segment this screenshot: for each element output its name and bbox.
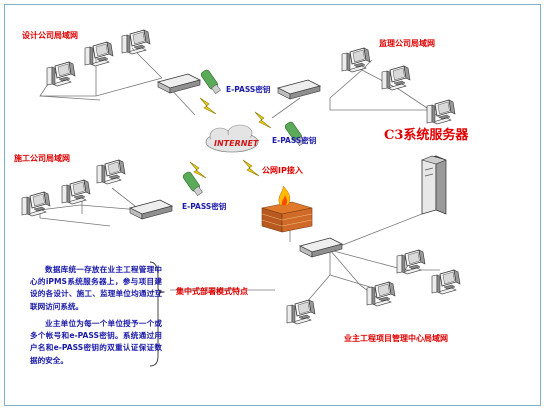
workstation-icon — [84, 41, 114, 67]
owner-lan-label: 业主工程项目管理中心局域网 — [344, 333, 448, 343]
internet-label: INTERNET — [214, 139, 259, 148]
bolt-icon — [199, 97, 217, 115]
epass-key-label: E-PASS密钥 — [272, 135, 317, 145]
design-switch — [157, 73, 201, 94]
design-lan-label: 设计公司局域网 — [22, 30, 78, 40]
firewall-icon — [261, 185, 313, 233]
bolt-icon — [242, 159, 260, 177]
workstation-icon — [46, 61, 76, 87]
supervision-switch — [277, 79, 321, 100]
supervision-lan-label: 监理公司局域网 — [379, 38, 435, 48]
server-icon — [421, 155, 447, 215]
internet-cloud: INTERNET — [205, 124, 259, 153]
workstation-icon — [96, 159, 126, 185]
construction-switch — [129, 199, 173, 220]
c3-server-title: C3系统服务器 — [384, 127, 469, 143]
workstation-icon — [61, 179, 91, 205]
workstation-icon — [381, 65, 411, 91]
diagram-border — [4, 4, 541, 406]
workstation-icon — [286, 299, 316, 325]
workstation-icon — [366, 281, 396, 307]
description-paragraph-1: 数据库统一存放在业主工程管理中心的iPMS系统服务器上，参与项目建设的各设计、施… — [30, 265, 162, 311]
epass-key-label: E-PASS密钥 — [182, 201, 227, 211]
workstation-icon — [341, 47, 371, 73]
workstation-icon — [121, 29, 151, 55]
brace — [149, 261, 165, 367]
workstation-icon — [431, 269, 461, 295]
construction-lan-label: 施工公司局域网 — [14, 153, 70, 163]
bolt-icon — [254, 111, 272, 129]
owner-switch — [299, 237, 343, 258]
workstation-icon — [21, 191, 51, 217]
public-ip-label: 公网IP接入 — [262, 165, 303, 175]
epass-key-label: E-PASS密钥 — [226, 84, 271, 94]
workstation-icon — [426, 99, 456, 125]
description-paragraph-2: 业主单位为每一个单位授予一个或多个帐号和e-PASS密钥。系统通过用户名和e-P… — [30, 319, 162, 365]
usb-key-icon — [199, 68, 221, 94]
deploy-feature-label: 集中式部署模式特点 — [175, 286, 248, 296]
